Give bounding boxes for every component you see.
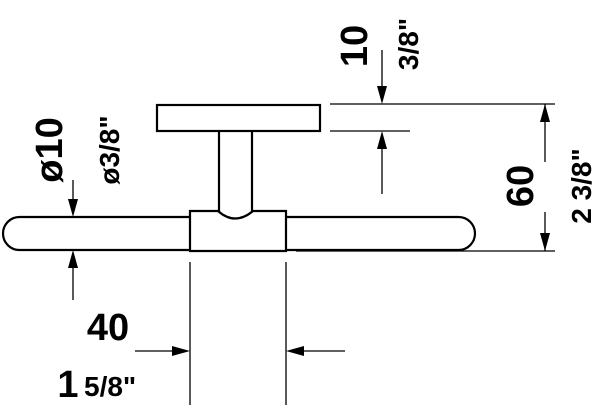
clamp-width-imperial-fraction: 5/8" <box>84 371 136 402</box>
dimension-lines <box>68 50 550 356</box>
plate-thickness-metric: 10 <box>334 25 376 67</box>
dimension-labels: 10 3/8" ø10 ø3/8" 60 2 3/8" 40 1 5/8" <box>29 18 597 406</box>
towel-bar-part <box>1 103 477 253</box>
total-height-imperial: 2 3/8" <box>566 148 597 224</box>
wall-plate <box>155 103 322 133</box>
clamp-width-metric: 40 <box>87 307 129 349</box>
rod-diameter-metric: ø10 <box>29 117 71 182</box>
extension-lines <box>189 103 555 405</box>
total-height-metric: 60 <box>500 165 542 207</box>
clamp-width-imperial-whole: 1 <box>57 364 78 406</box>
support-stem <box>217 128 254 224</box>
clamp-block <box>188 209 288 253</box>
rod-diameter-imperial: ø3/8" <box>94 115 125 184</box>
plate-thickness-imperial: 3/8" <box>393 18 424 70</box>
